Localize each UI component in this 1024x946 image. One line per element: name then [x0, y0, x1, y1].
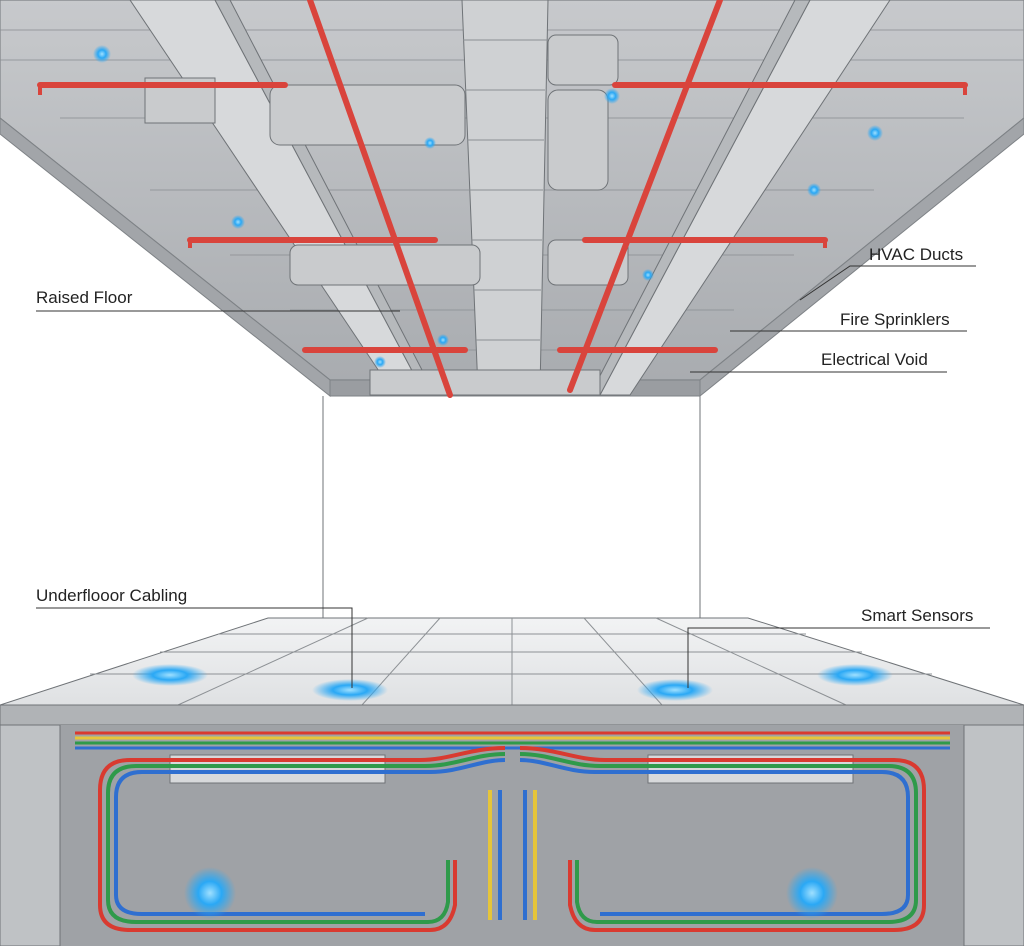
sensor-glow-icon — [637, 679, 713, 701]
label-raised-floor: Raised Floor — [36, 288, 133, 307]
ceiling-light-icon — [93, 45, 883, 368]
sensor-glow-icon — [817, 664, 893, 686]
sensor-glow-icon — [786, 867, 838, 919]
sensor-glow-icon — [184, 867, 236, 919]
label-fire-sprinklers: Fire Sprinklers — [840, 310, 950, 329]
fire-sprinkler-pipes — [37, 0, 968, 398]
sensor-glow-icon — [132, 664, 208, 686]
label-smart-sensors: Smart Sensors — [861, 606, 974, 625]
floor-sensors — [132, 664, 893, 701]
raised-floor — [0, 617, 1024, 726]
label-hvac-ducts: HVAC Ducts — [869, 245, 964, 264]
label-underfloor-cabling: Underflooor Cabling — [36, 586, 188, 605]
leader-lines — [36, 265, 990, 688]
sensor-glow-icon — [312, 679, 388, 701]
label-electrical-void: Electrical Void — [821, 350, 928, 369]
underfloor-void — [0, 724, 1024, 946]
ceiling-void — [0, 0, 1024, 620]
